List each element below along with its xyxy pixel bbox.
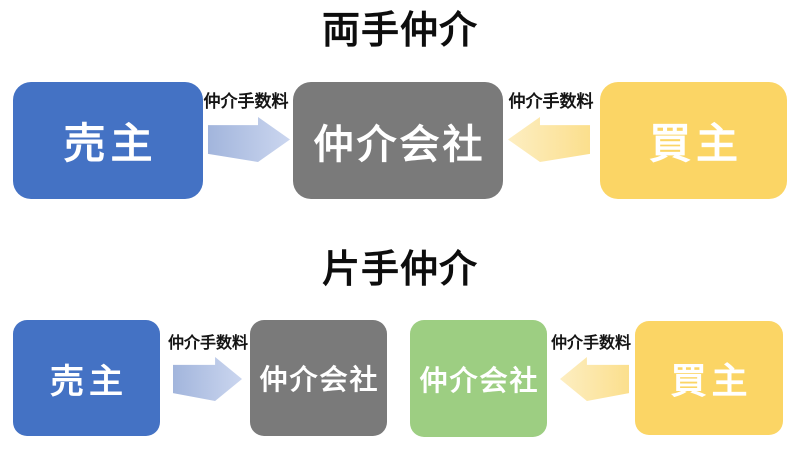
seller-box-ryote: 売主 (13, 82, 203, 199)
broker-label: 仲介会社 (313, 122, 486, 167)
right-arrow-icon (208, 117, 290, 162)
buyer-label: 買主 (670, 360, 753, 401)
seller-label: 売主 (50, 362, 128, 401)
buyer-box-katate: 買主 (635, 321, 783, 435)
section-title-ryote: 両手仲介 (321, 10, 478, 52)
seller-label: 売主 (63, 120, 158, 167)
left-arrow-icon (560, 357, 629, 401)
left-arrow-icon (508, 117, 590, 162)
buyer-label: 買主 (648, 120, 743, 167)
buyer-box-ryote: 買主 (600, 82, 787, 199)
fee-label-seller-katate: 仲介手数料 (167, 335, 248, 352)
broker-box-ryote: 仲介会社 (293, 82, 503, 199)
broker-box-katate-buyer-side: 仲介会社 (410, 320, 547, 437)
fee-label-seller-ryote: 仲介手数料 (203, 92, 289, 111)
fee-label-buyer-ryote: 仲介手数料 (508, 92, 594, 111)
section-title-katate: 片手仲介 (321, 249, 478, 291)
seller-box-katate: 売主 (13, 320, 160, 436)
broker-label: 仲介会社 (259, 364, 380, 395)
right-arrow-icon (173, 357, 242, 401)
broker-label: 仲介会社 (419, 364, 540, 396)
fee-label-buyer-katate: 仲介手数料 (550, 335, 631, 352)
broker-box-katate-seller-side: 仲介会社 (250, 320, 387, 436)
